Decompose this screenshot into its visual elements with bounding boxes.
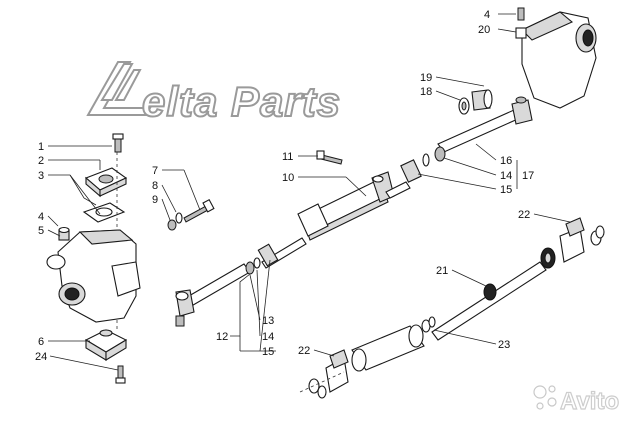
cylinder-bolt-part bbox=[316, 150, 343, 165]
callout-labels: 1 2 3 4 5 6 24 7 8 9 11 10 12 13 14 15 4… bbox=[35, 9, 534, 363]
callout-16: 16 bbox=[500, 155, 512, 167]
stud-part bbox=[58, 226, 70, 241]
right-lock-washer-part bbox=[422, 153, 430, 167]
callout-6: 6 bbox=[38, 336, 44, 348]
callout-13: 13 bbox=[262, 315, 274, 327]
callout-17: 17 bbox=[522, 170, 534, 182]
callout-11: 11 bbox=[282, 151, 293, 163]
knuckle-housing-part bbox=[46, 229, 141, 323]
right-sleeve-part bbox=[400, 159, 422, 183]
lock-washer-part bbox=[253, 257, 261, 269]
steering-cylinder-group bbox=[175, 150, 411, 327]
callout-14-left: 14 bbox=[262, 331, 274, 343]
yoke-top-part bbox=[559, 217, 605, 263]
shaft-part bbox=[431, 247, 556, 341]
leader-lines bbox=[47, 13, 571, 371]
adjuster-sleeve-part bbox=[257, 243, 279, 267]
avito-dots-icon bbox=[533, 385, 557, 410]
delta-parts-watermark: elta Parts bbox=[86, 61, 341, 126]
avito-text: Avito bbox=[560, 388, 619, 415]
callout-21: 21 bbox=[436, 265, 448, 277]
callout-5: 5 bbox=[38, 225, 44, 237]
base-plate-part bbox=[84, 329, 128, 361]
callout-3: 3 bbox=[38, 170, 44, 182]
shaft-tube-part bbox=[351, 324, 425, 372]
callout-23: 23 bbox=[498, 339, 510, 351]
bushing-18-part bbox=[458, 97, 470, 115]
bolt-part bbox=[112, 133, 124, 153]
right-jam-nut-part bbox=[434, 146, 446, 162]
callout-7: 7 bbox=[152, 165, 158, 177]
callout-15-left: 15 bbox=[262, 346, 274, 358]
washer-part bbox=[175, 212, 183, 224]
drive-shaft-group bbox=[299, 217, 605, 399]
callout-9: 9 bbox=[152, 194, 158, 206]
seal-ring-2-part bbox=[428, 316, 436, 328]
yoke-bottom-part bbox=[308, 349, 349, 399]
callout-8: 8 bbox=[152, 180, 158, 192]
right-knuckle-housing-part bbox=[521, 11, 597, 109]
callout-20: 20 bbox=[478, 24, 490, 36]
bushing-19-part bbox=[471, 89, 493, 111]
tie-rod-left-part bbox=[175, 263, 251, 327]
callout-12: 12 bbox=[216, 331, 228, 343]
bushing-part bbox=[167, 219, 177, 231]
callout-14-right: 14 bbox=[500, 170, 512, 182]
callout-1: 1 bbox=[38, 141, 44, 153]
callout-2: 2 bbox=[38, 155, 44, 167]
jam-nut-part bbox=[245, 261, 255, 275]
callout-24: 24 bbox=[35, 351, 47, 363]
pin-bolt-group bbox=[167, 198, 215, 231]
callout-4-left: 4 bbox=[38, 211, 44, 223]
callout-15-right: 15 bbox=[500, 184, 512, 196]
hydraulic-cylinder-part bbox=[297, 171, 395, 241]
callout-4-right: 4 bbox=[484, 9, 490, 21]
bottom-bolt-part bbox=[115, 365, 126, 384]
gasket-part bbox=[82, 202, 126, 223]
avito-watermark: Avito bbox=[533, 385, 620, 416]
top-bolt-part bbox=[517, 7, 525, 21]
callout-22-top: 22 bbox=[518, 209, 530, 221]
brand-text: elta Parts bbox=[142, 78, 341, 125]
washer-top-part bbox=[515, 27, 527, 39]
cylinder-rod-right-part bbox=[385, 181, 411, 199]
right-steering-knuckle-group bbox=[400, 7, 597, 183]
callout-18: 18 bbox=[420, 86, 432, 98]
callout-10: 10 bbox=[282, 172, 294, 184]
long-bolt-part bbox=[183, 198, 215, 223]
left-steering-knuckle-group bbox=[46, 133, 141, 384]
callout-22-bottom: 22 bbox=[298, 345, 310, 357]
tie-rod-right-part bbox=[437, 96, 533, 153]
delta-logo-mark bbox=[86, 61, 152, 116]
callout-19: 19 bbox=[420, 72, 432, 84]
cover-cap-part bbox=[84, 167, 128, 198]
